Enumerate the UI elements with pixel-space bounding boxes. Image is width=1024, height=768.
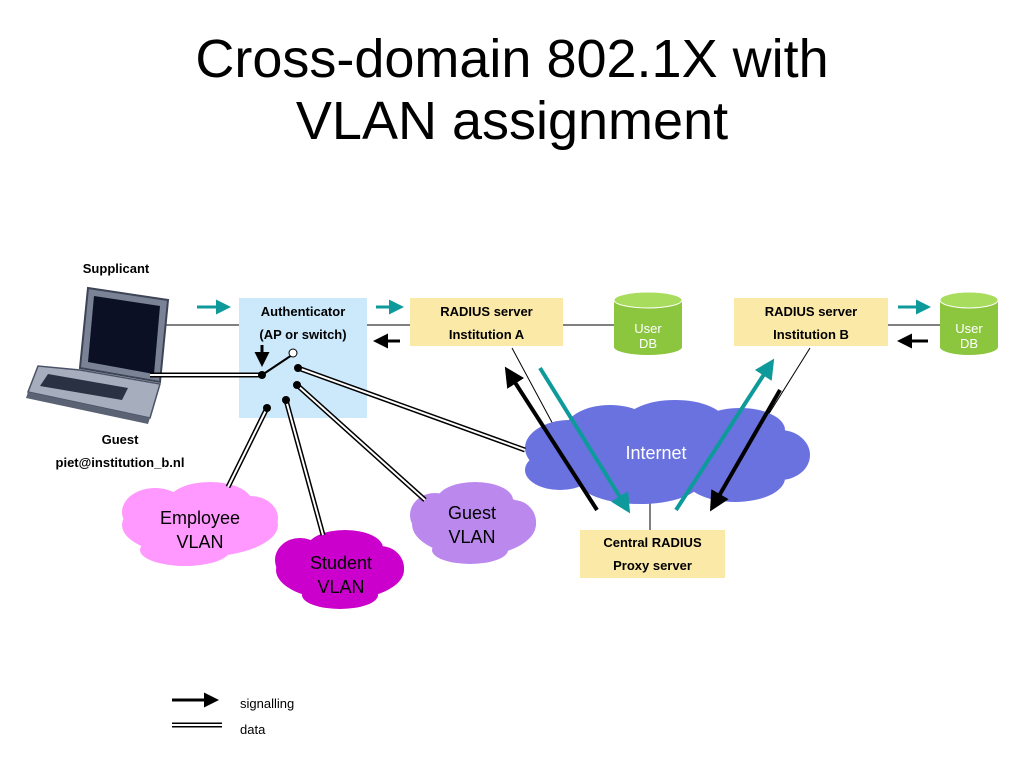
guest-vlan-label: Guest VLAN <box>420 501 524 549</box>
vlan-switch <box>254 345 302 412</box>
switch-open-contact <box>288 348 298 358</box>
page-title: Cross-domain 802.1X with VLAN assignment <box>0 28 1024 152</box>
student-vlan-label: Student VLAN <box>285 551 397 599</box>
student-vlan-cloud <box>275 530 404 609</box>
employee-vlan-line-2: VLAN <box>176 532 224 552</box>
guest-vlan-line-2: VLAN <box>448 527 496 547</box>
switch-contact-internet <box>294 364 302 372</box>
title-line-1: Cross-domain 802.1X with <box>195 29 829 89</box>
data-link-auth-student <box>283 399 326 536</box>
proxy-arrows <box>504 358 782 514</box>
db-a-line-2: DB <box>638 336 658 351</box>
radius-b-label: RADIUS server Institution B <box>734 300 888 346</box>
guest-vlan-line-1: Guest <box>447 503 497 523</box>
employee-vlan-label: Employee VLAN <box>135 506 265 554</box>
signalling-arrows <box>197 299 931 349</box>
central-radius-box <box>580 530 725 578</box>
authenticator-line-2: (AP or switch) <box>259 327 347 342</box>
guest-user-label: Guest <box>101 432 139 447</box>
data-link-auth-guest <box>295 383 427 502</box>
guest-vlan-cloud <box>410 482 536 564</box>
db-b-line-2: DB <box>959 336 979 351</box>
switch-pivot <box>258 371 266 379</box>
db-b-cylinder <box>939 291 999 355</box>
radius-a-label: RADIUS server Institution A <box>410 300 563 346</box>
legend <box>172 692 222 728</box>
central-radius-label: Central RADIUS Proxy server <box>580 531 725 577</box>
internet-label: Internet <box>625 443 687 463</box>
db-a-cylinder <box>613 291 683 355</box>
db-a-line-1: User <box>634 321 662 336</box>
laptop-icon <box>26 286 170 424</box>
arrow-radius-b-to-central <box>710 389 782 512</box>
arrow-radius-a-to-central <box>538 366 631 514</box>
supplicant-label: Supplicant <box>82 261 150 276</box>
db-a-label: User DB <box>614 321 682 351</box>
data-link-auth-internet <box>297 365 526 453</box>
radius-b-box <box>734 298 888 346</box>
radius-a-line-1: RADIUS server <box>440 304 533 319</box>
switch-contact-student <box>282 396 290 404</box>
arrow-central-to-radius-b <box>674 358 775 512</box>
radius-a-line-2: Institution A <box>448 327 525 342</box>
data-link-auth-employee <box>225 406 270 489</box>
employee-vlan-line-1: Employee <box>159 508 241 528</box>
legend-signalling-label: signalling <box>240 696 295 711</box>
legend-data-label: data <box>240 722 266 737</box>
switch-contact-employee <box>263 404 271 412</box>
student-vlan-line-2: VLAN <box>317 577 365 597</box>
employee-vlan-cloud <box>122 482 278 566</box>
authenticator-line-1: Authenticator <box>260 304 346 319</box>
radius-b-line-2: Institution B <box>773 327 849 342</box>
guest-user-email: piet@institution_b.nl <box>55 455 185 470</box>
arrow-central-to-radius-a <box>504 366 599 512</box>
central-line-1: Central RADIUS <box>603 535 702 550</box>
data-links <box>150 365 526 536</box>
db-b-label: User DB <box>940 321 998 351</box>
radius-a-box <box>410 298 563 346</box>
line-radius-a-internet <box>511 347 556 429</box>
student-vlan-line-1: Student <box>309 553 373 573</box>
switch-contact-guest <box>293 381 301 389</box>
title-line-2: VLAN assignment <box>295 91 729 151</box>
db-b-line-1: User <box>955 321 983 336</box>
authenticator-label: Authenticator (AP or switch) <box>239 300 367 346</box>
radius-b-line-1: RADIUS server <box>764 304 858 319</box>
central-line-2: Proxy server <box>613 558 692 573</box>
